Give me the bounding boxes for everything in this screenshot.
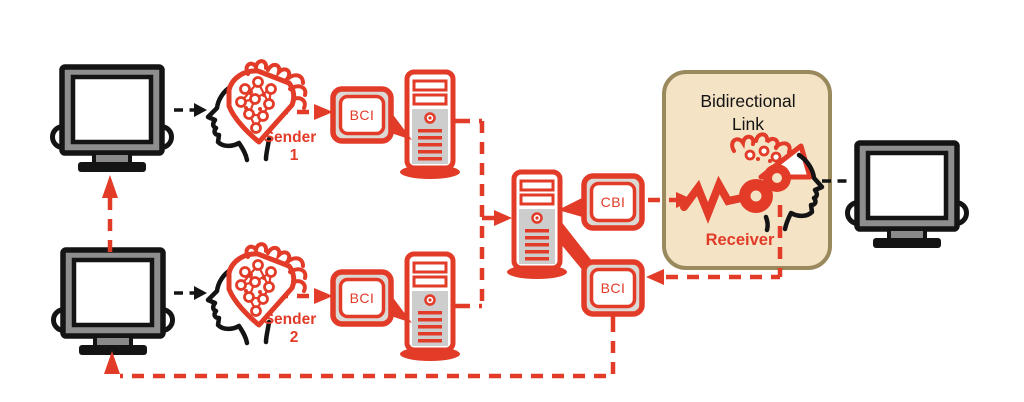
arrowhead-into-sender2 bbox=[194, 286, 207, 300]
receiver-head bbox=[680, 132, 825, 233]
sender1-bci-label: BCI bbox=[350, 107, 375, 123]
magnetic-pulse-zigzag bbox=[680, 175, 746, 224]
cbi-label: CBI bbox=[601, 194, 626, 210]
receiver-bci-label: BCI bbox=[601, 280, 626, 296]
sender1-label-number: 1 bbox=[290, 147, 299, 164]
coil-wire bbox=[730, 134, 756, 153]
coil-wire bbox=[754, 132, 780, 150]
central-server-tower bbox=[507, 172, 567, 279]
bci1-callout-tail bbox=[388, 108, 412, 140]
cbi-callout-tail bbox=[558, 196, 586, 218]
sender2-bci-label: BCI bbox=[350, 290, 375, 306]
arrowhead-into-bci1 bbox=[314, 104, 333, 120]
sender1-label-name: Sender bbox=[264, 129, 317, 146]
sender2-monitor bbox=[54, 250, 173, 355]
sender2-computer-tower bbox=[400, 254, 460, 361]
arrowhead-into-receiver-bci bbox=[646, 269, 664, 285]
sender2-label-number: 2 bbox=[290, 329, 299, 346]
sender2-label-name: Sender bbox=[264, 311, 317, 328]
arrowhead-into-monitor1 bbox=[102, 175, 118, 198]
coil-wire bbox=[774, 141, 792, 154]
receiver-monitor bbox=[848, 143, 967, 248]
receiver-label: Receiver bbox=[706, 231, 775, 249]
arrowhead-into-sender1 bbox=[194, 103, 207, 117]
arrowhead-into-bci2 bbox=[314, 288, 333, 304]
receiver-face-profile bbox=[782, 152, 825, 232]
sender1-monitor bbox=[53, 67, 172, 172]
bidirectional-link-label-line1: Bidirectional bbox=[700, 91, 795, 111]
sender1-computer-tower bbox=[400, 72, 460, 179]
receiver-neck bbox=[763, 214, 770, 233]
bidirectional-link-label-line2: Link bbox=[732, 114, 764, 134]
arrowhead-into-server bbox=[494, 210, 512, 226]
link-receiver-bci-to-monitor2 bbox=[120, 320, 616, 379]
arrowhead-into-monitor2 bbox=[104, 351, 120, 374]
bci2-callout-tail bbox=[388, 291, 412, 323]
